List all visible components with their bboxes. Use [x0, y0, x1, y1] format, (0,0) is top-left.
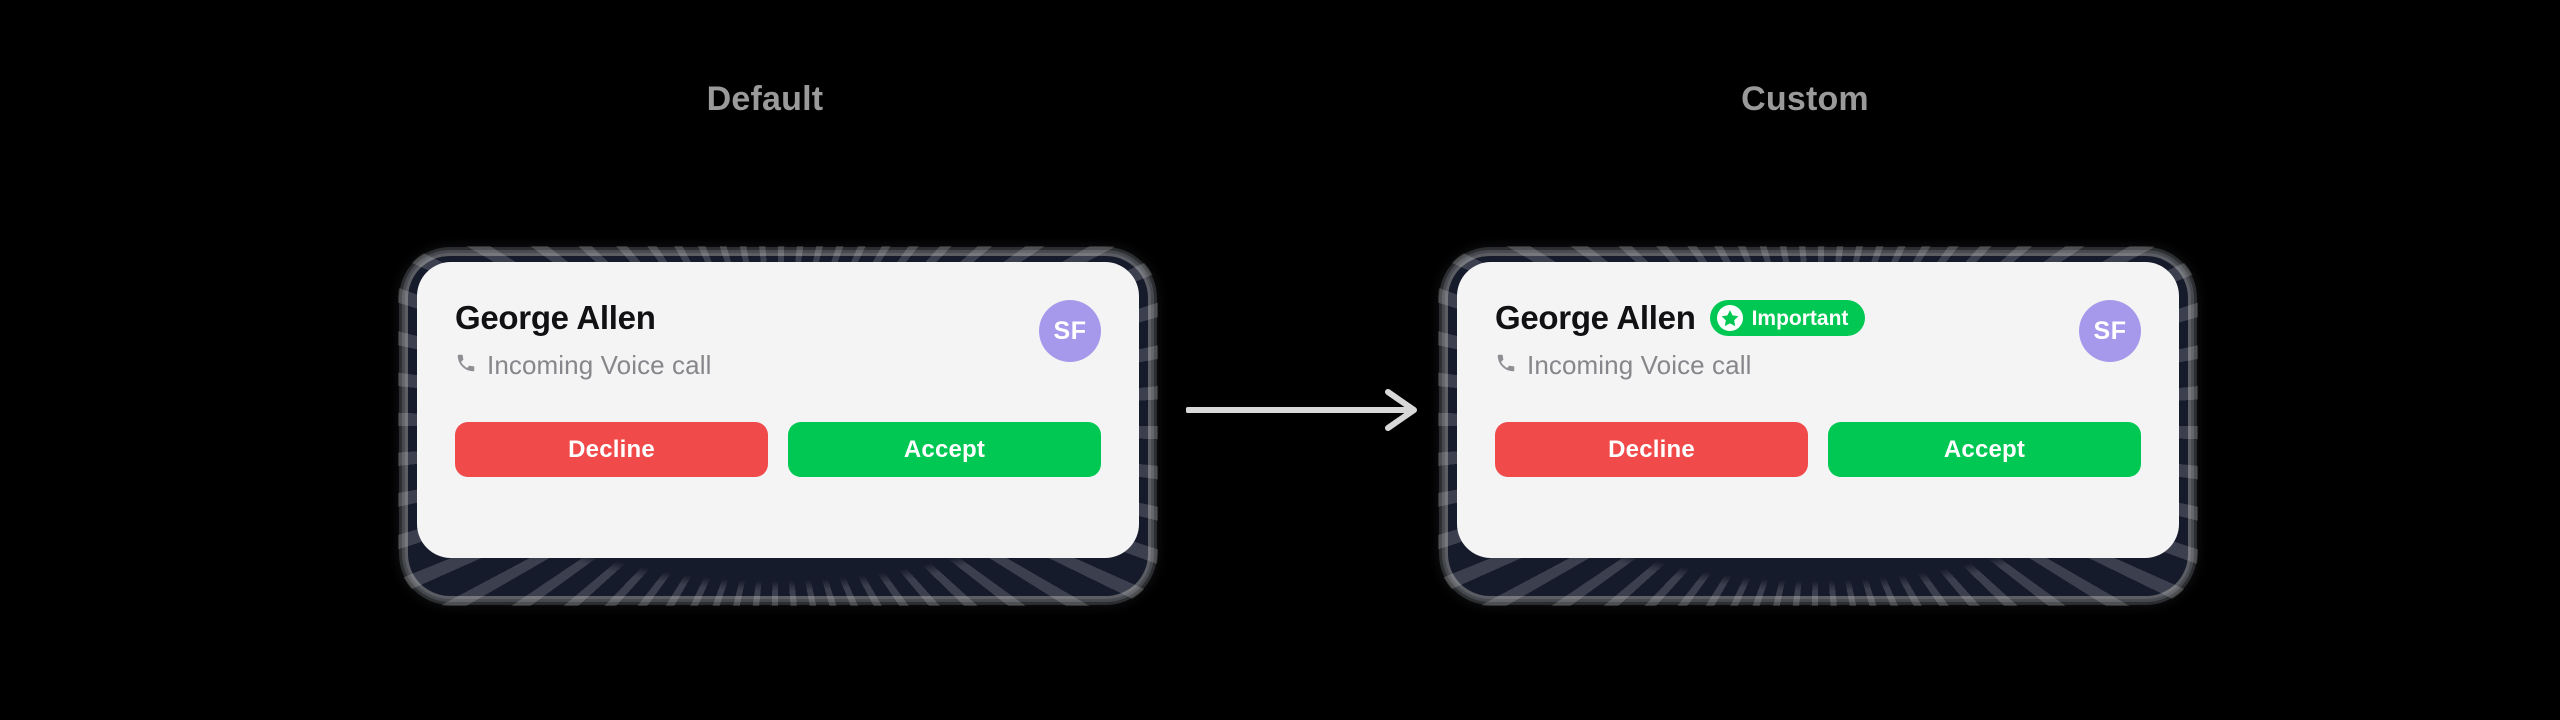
arrow-right-icon	[1185, 388, 1426, 432]
column-title-default: Default	[706, 80, 824, 118]
phone-icon	[455, 352, 477, 379]
device-frame-custom: George Allen Important	[1448, 256, 2188, 596]
action-buttons-custom: Decline Accept	[1495, 422, 2141, 477]
avatar-initials: SF	[1053, 316, 1087, 345]
notification-card-default[interactable]: George Allen Incoming Voice call SF Decl…	[417, 262, 1139, 558]
column-title-custom: Custom	[1741, 80, 1869, 118]
decline-button[interactable]: Decline	[1495, 422, 1808, 477]
name-row-custom: George Allen Important	[1495, 296, 2141, 340]
notification-header-custom: George Allen Important	[1495, 296, 2141, 400]
status-badge-label: Important	[1751, 306, 1849, 330]
accept-button[interactable]: Accept	[1828, 422, 2141, 477]
notification-header-default: George Allen Incoming Voice call SF	[455, 296, 1101, 400]
contact-name: George Allen	[1495, 299, 1696, 336]
avatar: SF	[1039, 300, 1101, 362]
avatar-initials: SF	[2093, 316, 2127, 345]
notification-card-custom[interactable]: George Allen Important	[1457, 262, 2179, 558]
subtitle-row-custom: Incoming Voice call	[1495, 350, 2141, 381]
contact-name: George Allen	[455, 299, 656, 336]
name-row-default: George Allen	[455, 296, 1101, 340]
notification-subtitle: Incoming Voice call	[487, 350, 712, 380]
action-buttons-default: Decline Accept	[455, 422, 1101, 477]
phone-icon	[1495, 352, 1517, 379]
status-badge: Important	[1709, 300, 1866, 336]
avatar: SF	[2079, 300, 2141, 362]
accept-button[interactable]: Accept	[788, 422, 1101, 477]
device-frame-default: George Allen Incoming Voice call SF Decl…	[408, 256, 1148, 596]
decline-button[interactable]: Decline	[455, 422, 768, 477]
notification-subtitle: Incoming Voice call	[1527, 350, 1752, 380]
subtitle-row-default: Incoming Voice call	[455, 350, 1101, 381]
star-circle-icon	[1716, 305, 1743, 331]
